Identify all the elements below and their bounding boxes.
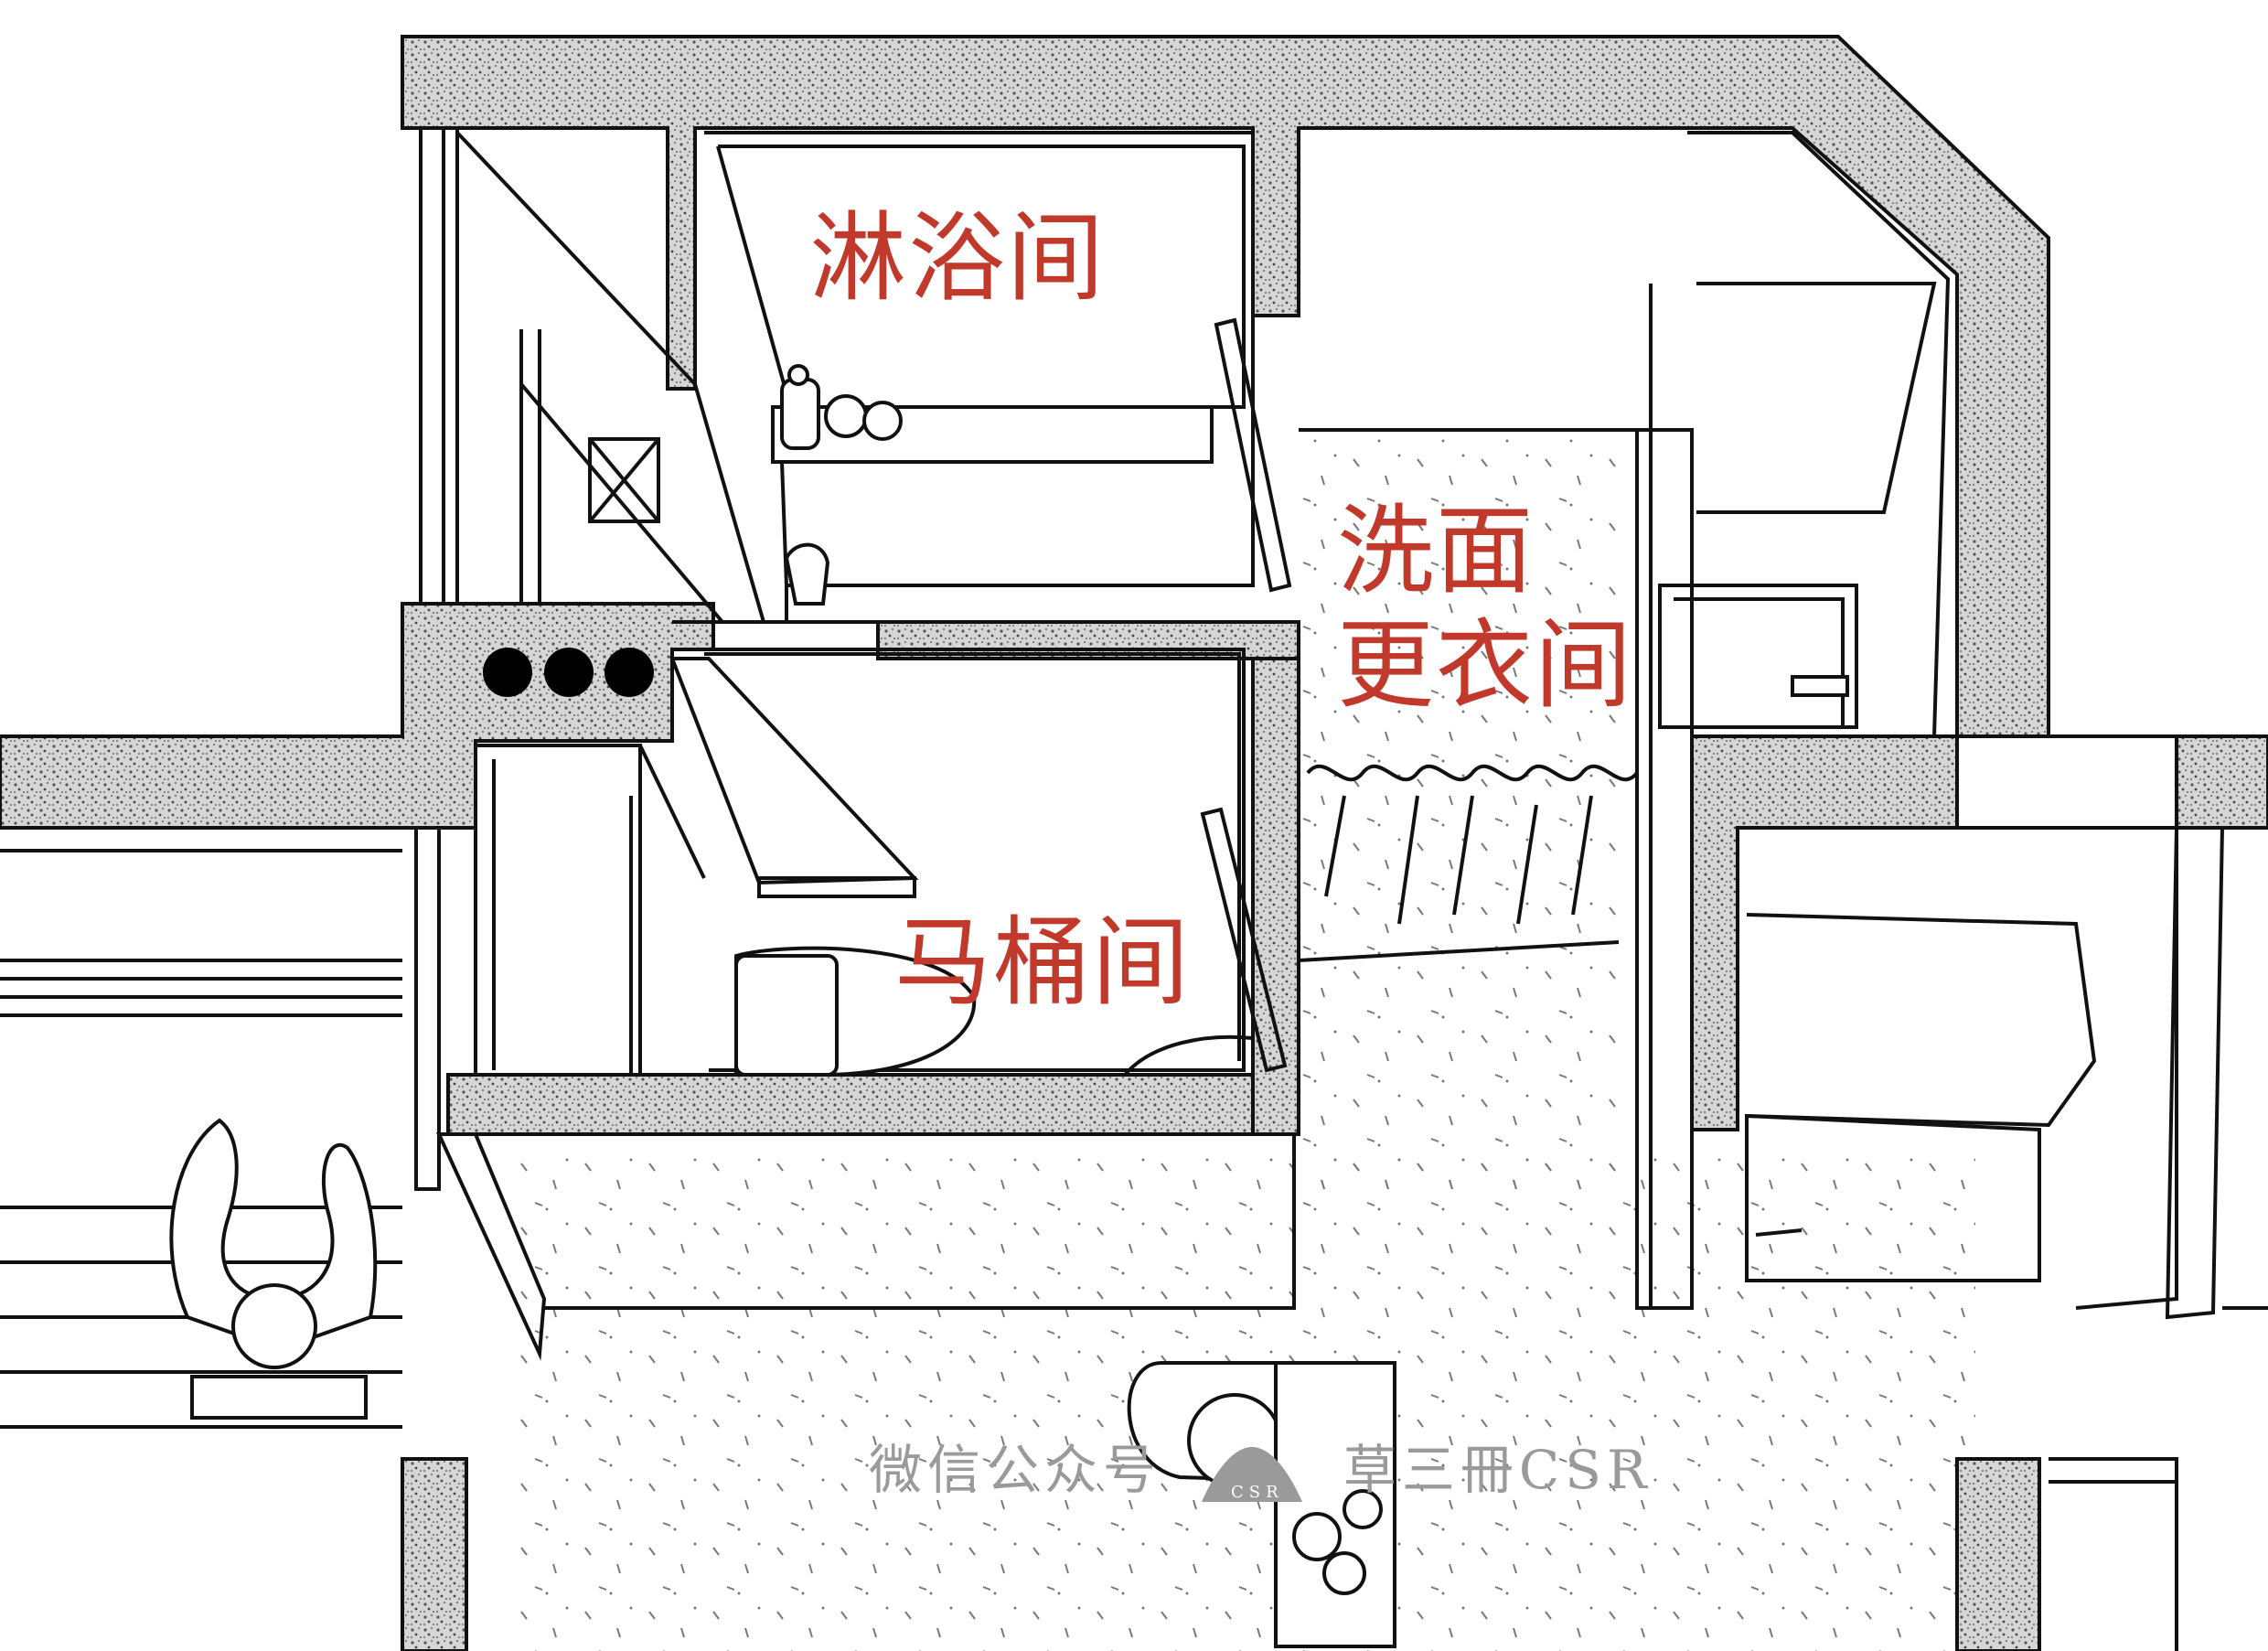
right-wall [1690, 734, 1959, 1131]
bottom-left-wall-stub [401, 1457, 468, 1651]
watermark-logo-text: CSR [1231, 1483, 1284, 1502]
left-diagonal-panel [455, 131, 766, 624]
wash-vanity [1658, 584, 1858, 729]
toilet-door-swing [1123, 1035, 1254, 1077]
right-drawer-handle [1755, 1228, 1803, 1237]
pipe-1 [483, 648, 532, 697]
watermark: 微信公众号 CSR 草三冊CSR [869, 1427, 1653, 1506]
wash-faucet [1791, 675, 1849, 697]
top-wall [401, 35, 2268, 830]
wash-floor-texture [1299, 439, 1619, 1189]
left-cabinet-column [419, 126, 445, 606]
toilet-room-label: 马桶间 [894, 906, 1191, 1019]
left-wall [0, 602, 715, 830]
toilet-slanted-cabinet [669, 657, 919, 885]
shower-faucet [784, 542, 830, 606]
person-figure-left [169, 1118, 378, 1420]
person-figure-center [1127, 1361, 1396, 1648]
right-room-bottom [2049, 1457, 2178, 1651]
toilet-glass-door [1200, 807, 1288, 1073]
wash-label-line2: 更衣间 [1337, 609, 1633, 723]
toilet-room-outline [709, 648, 1246, 1072]
wash-label-line1: 洗面 [1337, 495, 1535, 607]
pipe-2 [544, 648, 594, 697]
watermark-left-text: 微信公众号 [869, 1439, 1162, 1501]
toilet-bottom-wall [446, 1073, 1300, 1136]
line-work [0, 126, 2268, 1651]
left-doorframe [414, 826, 441, 1191]
right-room-outline [1738, 826, 2178, 1310]
toilet-right-wall [1251, 657, 1300, 1136]
pipes [483, 648, 654, 697]
watermark-logo-icon: CSR [1202, 1446, 1303, 1502]
wardrobe-inner [1696, 282, 1937, 514]
left-door [435, 1132, 547, 1361]
shower-bottles [780, 364, 903, 450]
shower-room-outline [704, 131, 1255, 622]
entry-box [476, 1132, 1296, 1310]
shower-bench [771, 405, 1214, 464]
toilet-back-panel [704, 652, 1241, 1061]
wash-curtain [1306, 764, 1639, 782]
right-bed [1746, 913, 2097, 1128]
right-door [2165, 826, 2225, 1320]
wash-curtain-lines [1324, 795, 1593, 925]
shower-room-label: 淋浴间 [809, 202, 1106, 315]
walls [0, 35, 2268, 1651]
right-bed-inner [1745, 1113, 2041, 1282]
wash-dressing-room-label: 洗面 更衣间 [1337, 494, 1633, 723]
watermark-right-text: 草三冊CSR [1343, 1439, 1653, 1501]
wash-vanity-inner [1674, 597, 1845, 727]
toilet-cabinet-front [757, 876, 916, 898]
toilet-tank [734, 954, 839, 1077]
wardrobe-vertical [1635, 428, 1694, 1310]
shower-glass-door [1214, 317, 1292, 593]
pipe-3 [604, 648, 654, 697]
storage-cabinet [474, 744, 642, 1077]
wardrobe-outline [1687, 131, 1951, 737]
bottom-right-wall-stub [1955, 1457, 2041, 1651]
